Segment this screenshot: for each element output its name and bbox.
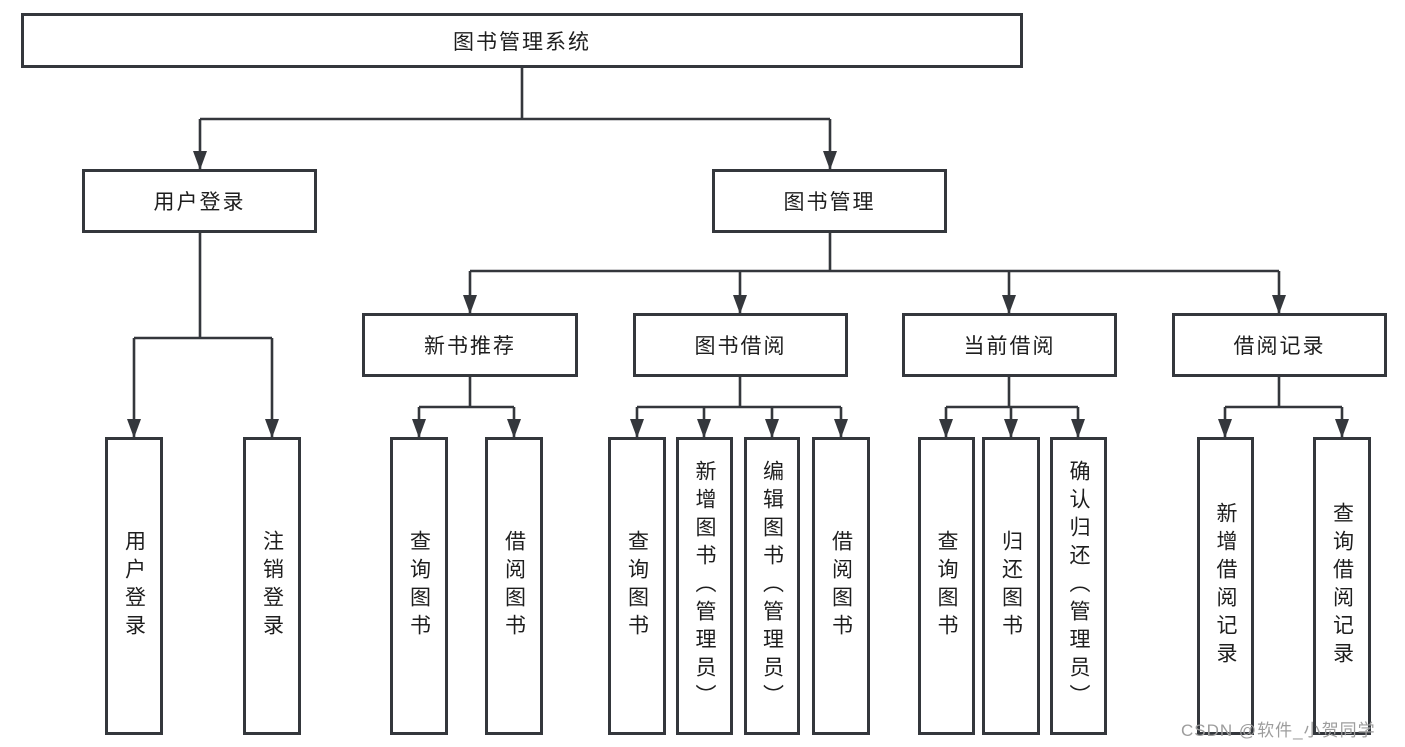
leaf-borrowing-query-book: 查询图书 (608, 437, 666, 735)
leaf-user-login: 用户登录 (105, 437, 163, 735)
leaf-recommend-query-book: 查询图书 (390, 437, 448, 735)
node-new-book-recommendation: 新书推荐 (362, 313, 578, 377)
node-user-login: 用户登录 (82, 169, 317, 233)
leaf-recommend-borrow-book: 借阅图书 (485, 437, 543, 735)
leaf-current-return-book: 归还图书 (982, 437, 1040, 735)
leaf-borrowing-add-book-admin: 新增图书（管理员） (676, 437, 733, 735)
node-library-management-system: 图书管理系统 (21, 13, 1023, 68)
node-borrowing-records: 借阅记录 (1172, 313, 1387, 377)
leaf-borrowing-borrow-book: 借阅图书 (812, 437, 870, 735)
csdn-watermark: CSDN @软件_小贺同学 (1181, 721, 1376, 740)
leaf-current-confirm-return-admin: 确认归还（管理员） (1050, 437, 1107, 735)
node-book-borrowing: 图书借阅 (633, 313, 848, 377)
node-book-management: 图书管理 (712, 169, 947, 233)
leaf-borrowing-edit-book-admin: 编辑图书（管理员） (744, 437, 800, 735)
leaf-query-borrow-record: 查询借阅记录 (1313, 437, 1371, 735)
node-current-borrowing: 当前借阅 (902, 313, 1117, 377)
leaf-logout: 注销登录 (243, 437, 301, 735)
leaf-add-borrow-record: 新增借阅记录 (1197, 437, 1254, 735)
leaf-current-query-book: 查询图书 (918, 437, 975, 735)
